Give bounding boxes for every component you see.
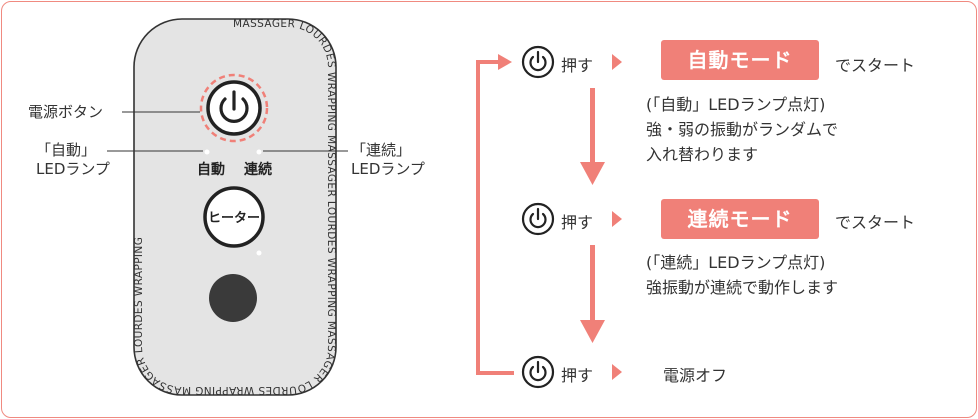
- step3-press: 押す: [561, 366, 594, 385]
- cont-led-callout-2: LEDランプ: [351, 160, 425, 178]
- auto-led-callout-1: 「自動」: [36, 141, 97, 159]
- auto-mode-badge: 自動モード: [661, 40, 819, 80]
- continuous-led: [256, 149, 262, 155]
- down-arrow-icon: [580, 88, 605, 185]
- step2-desc-1: (「連続」LEDランプ点灯): [646, 253, 826, 272]
- auto-label: 自動: [197, 161, 225, 178]
- power-button-callout: 電源ボタン: [28, 103, 104, 121]
- step2-desc-2: 強振動が連続で動作します: [646, 278, 839, 297]
- step2-press: 押す: [561, 213, 594, 232]
- play-arrow-icon: [612, 54, 622, 70]
- heater-led: [256, 250, 262, 256]
- step1-desc-3: 入れ替わります: [646, 145, 759, 164]
- power-icon: [521, 355, 555, 389]
- step1-suffix: でスタート: [835, 56, 916, 75]
- power-icon: [521, 45, 555, 79]
- heater-label: ヒーター: [208, 211, 260, 226]
- auto-led-callout-2: LEDランプ: [36, 160, 110, 178]
- step2-suffix: でスタート: [835, 213, 916, 232]
- play-arrow-icon: [612, 211, 622, 227]
- continuous-mode-badge: 連続モード: [661, 199, 819, 239]
- continuous-label: 連続: [244, 161, 272, 178]
- loop-arrow-icon: [476, 54, 514, 375]
- power-button[interactable]: [206, 80, 262, 136]
- power-icon: [521, 202, 555, 236]
- heater-button[interactable]: ヒーター: [203, 186, 265, 248]
- step1-desc-1: (「自動」LEDランプ点灯): [646, 95, 826, 114]
- dark-button[interactable]: [209, 274, 257, 322]
- cont-led-callout-1: 「連続」: [351, 141, 412, 159]
- down-arrow-icon: [580, 245, 605, 343]
- step1-press: 押す: [561, 56, 594, 75]
- power-off-label: 電源オフ: [663, 366, 728, 385]
- power-icon: [219, 90, 249, 123]
- auto-led: [204, 149, 210, 155]
- play-arrow-icon: [612, 364, 622, 380]
- power-button-highlight: [199, 73, 269, 143]
- step1-desc-2: 強・弱の振動がランダムで: [646, 120, 839, 139]
